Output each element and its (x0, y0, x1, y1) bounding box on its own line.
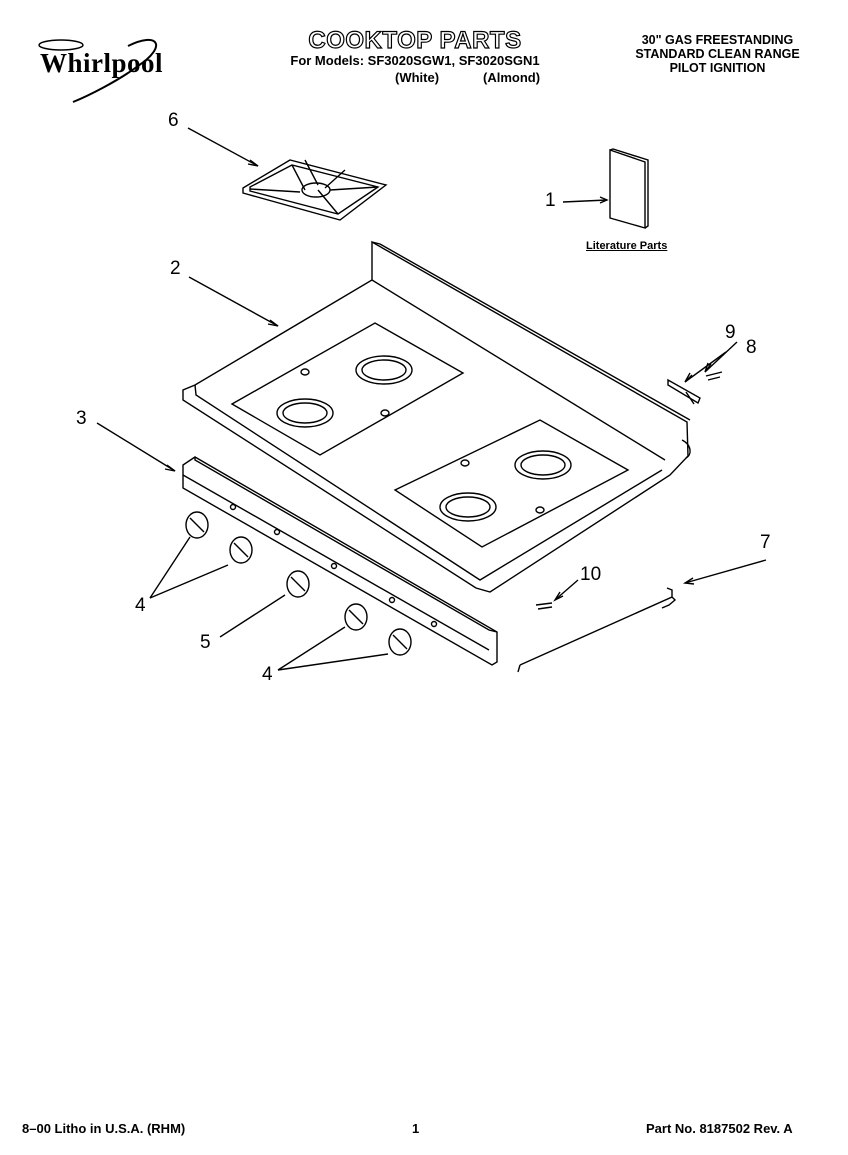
callout-7: 7 (760, 532, 771, 553)
footer-litho: 8–00 Litho in U.S.A. (RHM) (22, 1121, 186, 1136)
variant-white: (White) (395, 70, 440, 85)
page-title: COOKTOP PARTS (308, 26, 522, 54)
callout-4-upper: 4 (135, 595, 146, 616)
callout-6: 6 (168, 110, 179, 131)
callout-3: 3 (76, 408, 87, 429)
part-number: Part No. 8187502 Rev. A (646, 1121, 793, 1136)
callout-10: 10 (580, 564, 602, 585)
range-title-line-2: STANDARD CLEAN RANGE (635, 47, 800, 61)
logo-swoosh-icon (38, 38, 158, 103)
literature-parts-label: Literature Parts (586, 240, 668, 252)
control-panel-part (182, 456, 498, 666)
grate-part (242, 159, 388, 221)
screw-part (535, 602, 553, 610)
whirlpool-logo (28, 36, 173, 106)
literature-booklet (609, 148, 649, 229)
page-number: 1 (412, 1121, 420, 1136)
leader-lines (96, 127, 767, 671)
callout-2: 2 (170, 258, 181, 279)
cooktop-part (182, 240, 691, 593)
brand-name: Whirlpool (40, 48, 164, 78)
models-line: For Models: SF3020SGW1, SF3020SGN1 (290, 53, 540, 68)
rod-part (519, 587, 677, 666)
callout-8: 8 (746, 337, 757, 358)
range-title-line-1: 30" GAS FREESTANDING (641, 33, 794, 47)
range-title-line-3: PILOT IGNITION (669, 61, 766, 75)
callout-1: 1 (545, 190, 556, 211)
callout-4-lower: 4 (262, 664, 273, 685)
range-description: 30" GAS FREESTANDING STANDARD CLEAN RANG… (610, 33, 825, 75)
variant-almond: (Almond) (483, 70, 541, 85)
knob-parts (185, 511, 412, 656)
callout-5: 5 (200, 632, 211, 653)
callout-9: 9 (725, 322, 736, 343)
pilot-bracket-part (667, 371, 723, 405)
